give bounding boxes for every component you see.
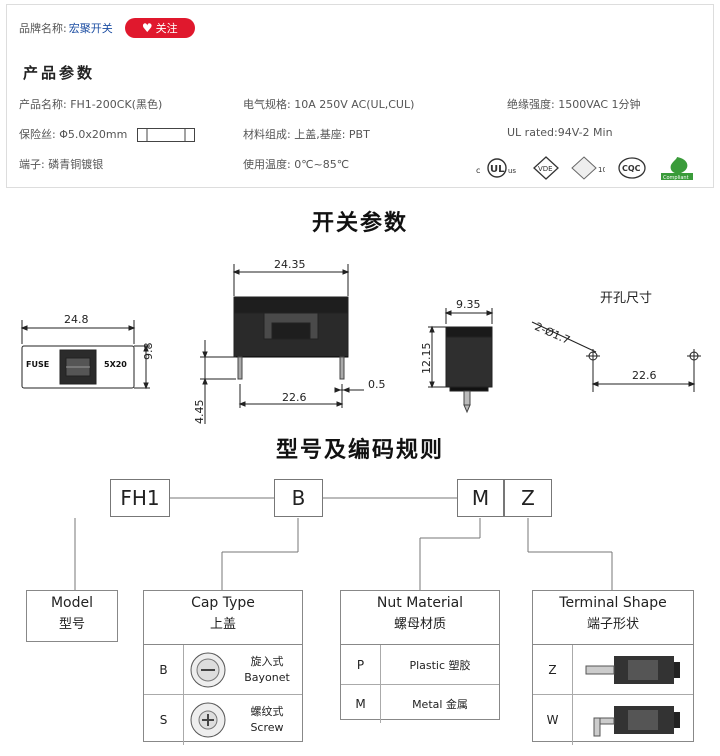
body-view-drawing [200,264,364,424]
side-view-drawing [428,308,494,414]
dim-front-width: 24.8 [64,313,89,326]
code-part-terminal: Z [504,479,552,517]
cap-table-en: Cap Type [191,595,255,611]
dimension-drawings [20,264,701,424]
code-part-cap: B [274,479,323,517]
heart-icon: ♥ [141,21,153,35]
fuse-icon [136,128,195,142]
cqc-cert-icon: CQC [617,156,647,180]
spec-rating: 电气规格: 10A 250V AC(UL,CUL) [243,98,415,111]
switch-params-title: 开关参数 [311,211,408,236]
model-table: Model 型号 [26,590,118,642]
terminal-table-cn: 端子形状 [586,617,639,632]
svg-text:us: us [508,167,516,175]
vde-cert-icon: VDE [533,156,559,180]
nut-key-p: P [341,645,381,684]
spec-terminal: 端子: 磷青铜镀银 [19,158,104,171]
cap-key-s: S [144,695,184,745]
nut-key-m: M [341,685,381,723]
follow-label: 关注 [155,22,178,35]
terminal-table-en: Terminal Shape [559,595,667,611]
code-part-nut: M [457,479,504,517]
spec-material: 材料组成: 上盖,基座: PBT [243,128,370,141]
svg-text:c: c [476,166,480,175]
size-text-label: 5X20 [104,360,127,369]
cap-b-en: Bayonet [244,670,290,684]
code-rule-title: 型号及编码规则 [275,438,444,463]
svg-text:10: 10 [598,166,605,174]
follow-button[interactable]: ♥ 关注 [124,18,195,38]
fuse-text-label: FUSE [26,360,50,369]
table-row: M Metal 金属 [341,685,499,723]
code-part-series: FH1 [110,479,170,517]
dim-pin-thickness: 0.5 [368,378,386,391]
front-view-drawing [20,320,150,390]
terminal-shape-table: Terminal Shape 端子形状 Z W [532,590,694,745]
nut-p-val: Plastic 塑胶 [409,658,471,672]
brand-label: 品牌名称: [19,22,67,35]
cap-b-cn: 旋入式 [250,654,284,668]
dim-pin-span: 22.6 [282,391,307,404]
nut-table-en: Nut Material [376,595,464,611]
model-table-cn: 型号 [58,617,85,632]
cap-s-cn: 螺纹式 [250,705,284,718]
dim-side-width: 9.35 [456,298,481,311]
cap-key-b: B [144,645,184,694]
code-connector-lines [74,497,613,590]
product-params-title: 产品参数 [23,64,96,82]
table-row: S 螺纹式 Screw [144,695,302,745]
bent-terminal-icon [573,700,693,740]
dim-body-width: 24.35 [274,258,306,271]
spec-temp: 使用温度: 0℃~85℃ [243,158,350,171]
product-info-card: 品牌名称: 宏聚开关 ♥ 关注 产品参数 产品名称: FH1-200CK(黑色)… [6,4,714,188]
brand-row: 品牌名称: 宏聚开关 ♥ 关注 [19,18,195,38]
bayonet-cap-icon [184,651,232,689]
svg-text:UL: UL [490,164,505,175]
straight-terminal-icon [573,650,693,690]
spec-fuse: 保险丝: Φ5.0x20mm [19,128,128,141]
screw-cap-icon [184,701,232,739]
spec-fuse-row: 保险丝: Φ5.0x20mm [19,126,195,142]
nut-material-table: Nut Material 螺母材质 P Plastic 塑胶 M Metal 金… [340,590,500,723]
table-row: W [533,695,693,745]
table-row: Z [533,645,693,695]
cap-type-table: Cap Type 上盖 B 旋入式 Bayonet S 螺纹式 Screw [143,590,303,745]
terminal-key-w: W [533,695,573,745]
spec-ul: UL rated:94V-2 Min [507,126,613,139]
cap-s-en: Screw [250,721,284,734]
rohs-cert-icon: Compliant [659,155,695,181]
kema-cert-icon: 10 [571,156,605,180]
cap-table-cn: 上盖 [209,617,236,632]
nut-table-cn: 螺母材质 [393,617,446,632]
svg-text:VDE: VDE [538,165,553,173]
dim-hole-span: 22.6 [632,369,657,382]
spec-model: 产品名称: FH1-200CK(黑色) [19,98,163,111]
hole-pattern-drawing [531,321,701,392]
brand-name-link[interactable]: 宏聚开关 [68,22,113,35]
svg-text:CQC: CQC [622,164,641,173]
spec-insulation: 绝缘强度: 1500VAC 1分钟 [507,98,641,111]
table-row: P Plastic 塑胶 [341,645,499,685]
svg-text:Compliant: Compliant [663,175,689,181]
nut-m-val: Metal 金属 [412,698,468,711]
terminal-key-z: Z [533,645,573,694]
model-table-en: Model [50,595,94,611]
table-row: B 旋入式 Bayonet [144,645,302,695]
hole-size-title: 开孔尺寸 [600,291,653,306]
